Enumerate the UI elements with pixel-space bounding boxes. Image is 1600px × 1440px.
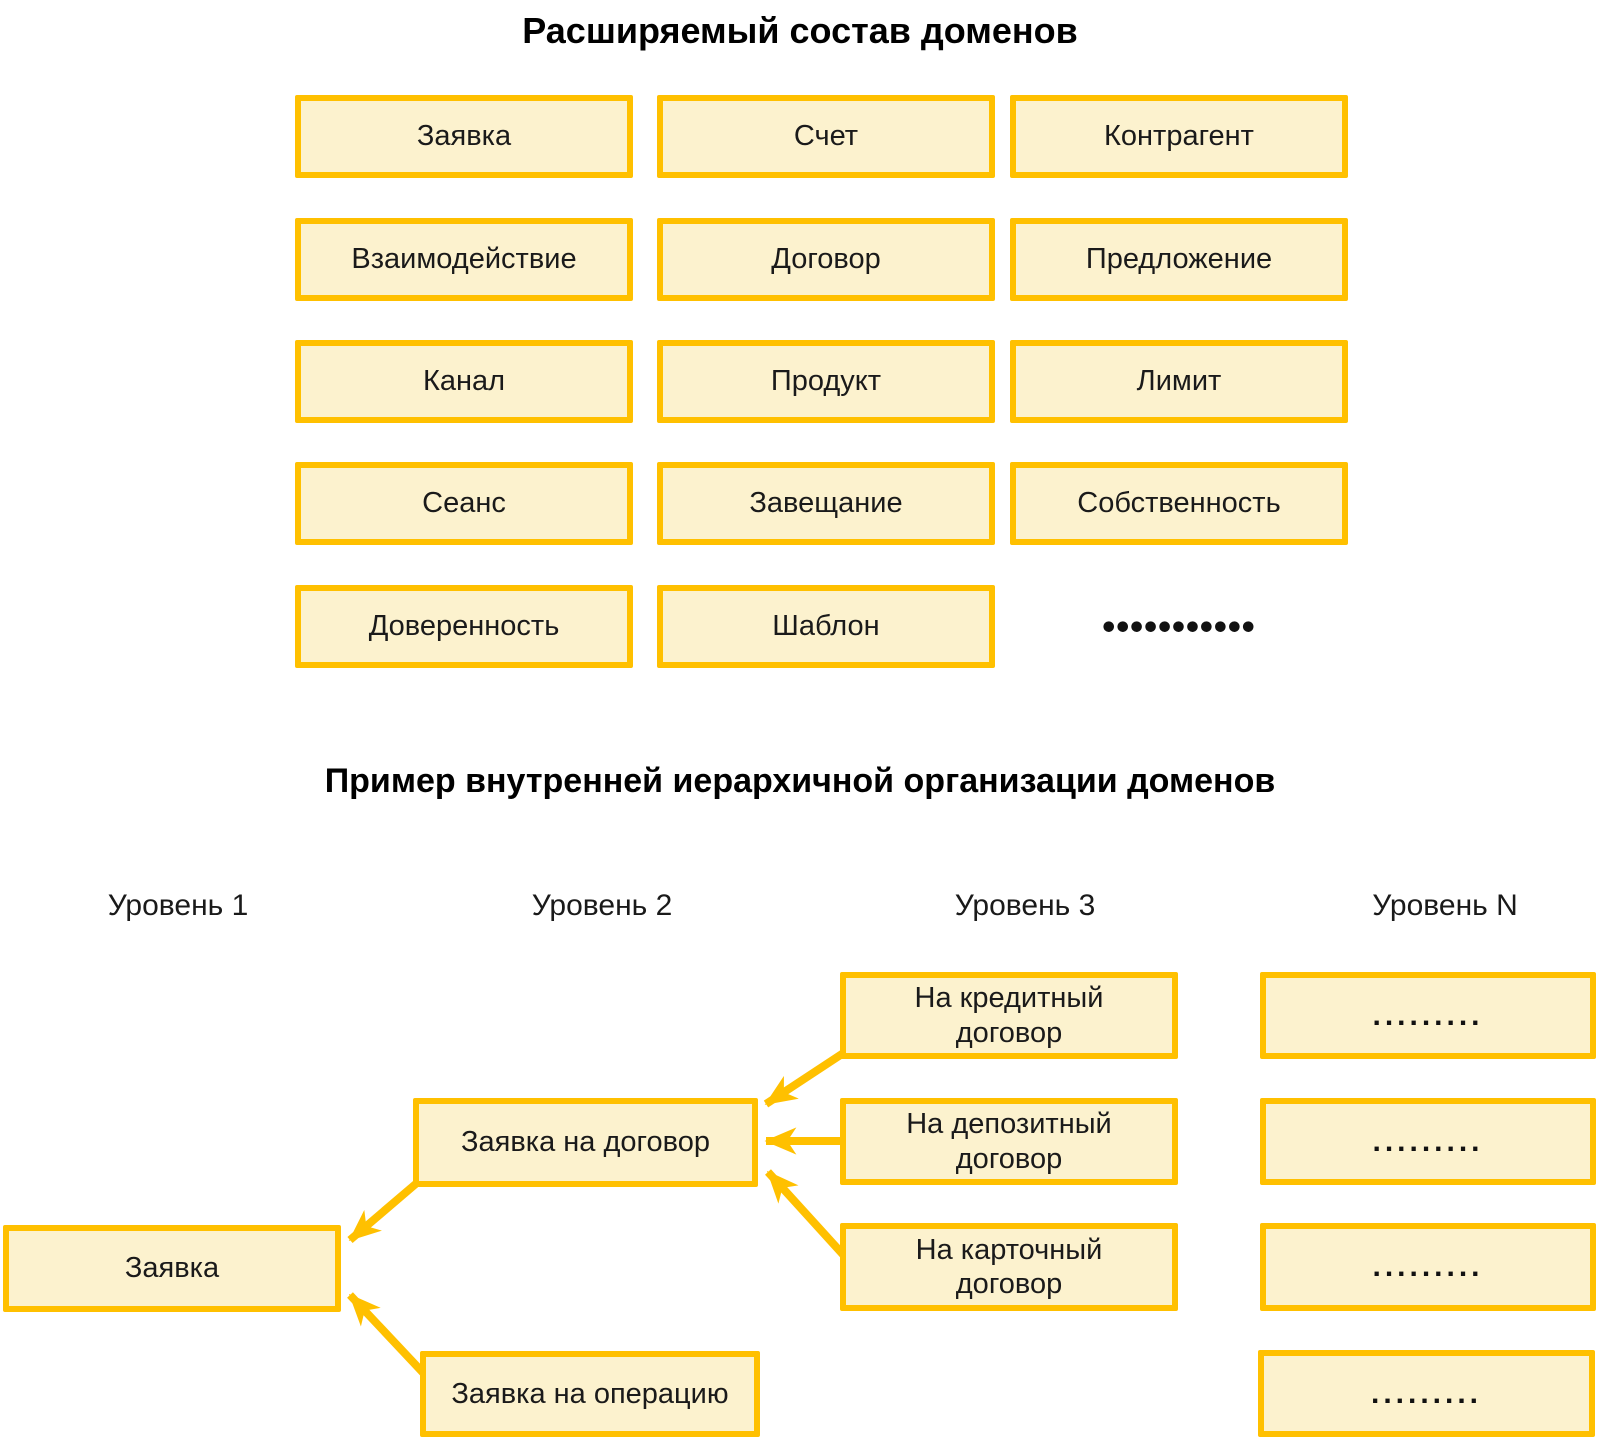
node-level-n-placeholder: ......... bbox=[1260, 1098, 1596, 1185]
node-zayavka: Заявка bbox=[3, 1225, 341, 1312]
node-na-depozitny-dogovor: На депозитный договор bbox=[840, 1098, 1178, 1185]
domain-box-kanal: Канал bbox=[295, 340, 633, 423]
domain-box-schet: Счет bbox=[657, 95, 995, 178]
domain-box-seans: Сеанс bbox=[295, 462, 633, 545]
node-na-kartochny-dogovor: На карточный договор bbox=[840, 1223, 1178, 1311]
node-level-n-placeholder: ......... bbox=[1260, 1223, 1596, 1311]
domain-box-shablon: Шаблон bbox=[657, 585, 995, 668]
arrow-dogovor-to-zayavka bbox=[347, 1178, 421, 1244]
arrow-operaciya-to-zayavka bbox=[347, 1292, 431, 1381]
section1-title: Расширяемый состав доменов bbox=[522, 10, 1078, 51]
node-level-n-placeholder: ......... bbox=[1258, 1350, 1595, 1437]
domain-box-predlozhenie: Предложение bbox=[1010, 218, 1348, 301]
node-zayavka-na-operaciyu: Заявка на операцию bbox=[420, 1351, 760, 1437]
arrow-kreditny-to-dogovor bbox=[763, 1046, 851, 1108]
node-na-kreditny-dogovor: На кредитный договор bbox=[840, 972, 1178, 1059]
domain-box-dogovor: Договор bbox=[657, 218, 995, 301]
domain-box-vzaimodeystvie: Взаимодействие bbox=[295, 218, 633, 301]
domain-box-zayavka: Заявка bbox=[295, 95, 633, 178]
column-header-level-n: Уровень N bbox=[1372, 889, 1518, 922]
column-header-level-3: Уровень 3 bbox=[954, 889, 1096, 922]
column-header-level-2: Уровень 2 bbox=[531, 889, 673, 922]
column-header-level-1: Уровень 1 bbox=[107, 889, 249, 922]
domain-box-produkt: Продукт bbox=[657, 340, 995, 423]
domain-box-doverennost: Доверенность bbox=[295, 585, 633, 668]
arrow-kartochny-to-dogovor bbox=[765, 1169, 851, 1263]
domain-box-sobstvennost: Собственность bbox=[1010, 462, 1348, 545]
node-zayavka-na-dogovor: Заявка на договор bbox=[413, 1098, 758, 1187]
section2-title: Пример внутренней иерархичной организаци… bbox=[324, 762, 1276, 800]
domain-box-kontragent: Контрагент bbox=[1010, 95, 1348, 178]
domain-box-zaveschanie: Завещание bbox=[657, 462, 995, 545]
more-domains-ellipsis: ••••••••••• bbox=[1102, 605, 1256, 647]
node-level-n-placeholder: ......... bbox=[1260, 972, 1596, 1059]
domain-box-limit: Лимит bbox=[1010, 340, 1348, 423]
